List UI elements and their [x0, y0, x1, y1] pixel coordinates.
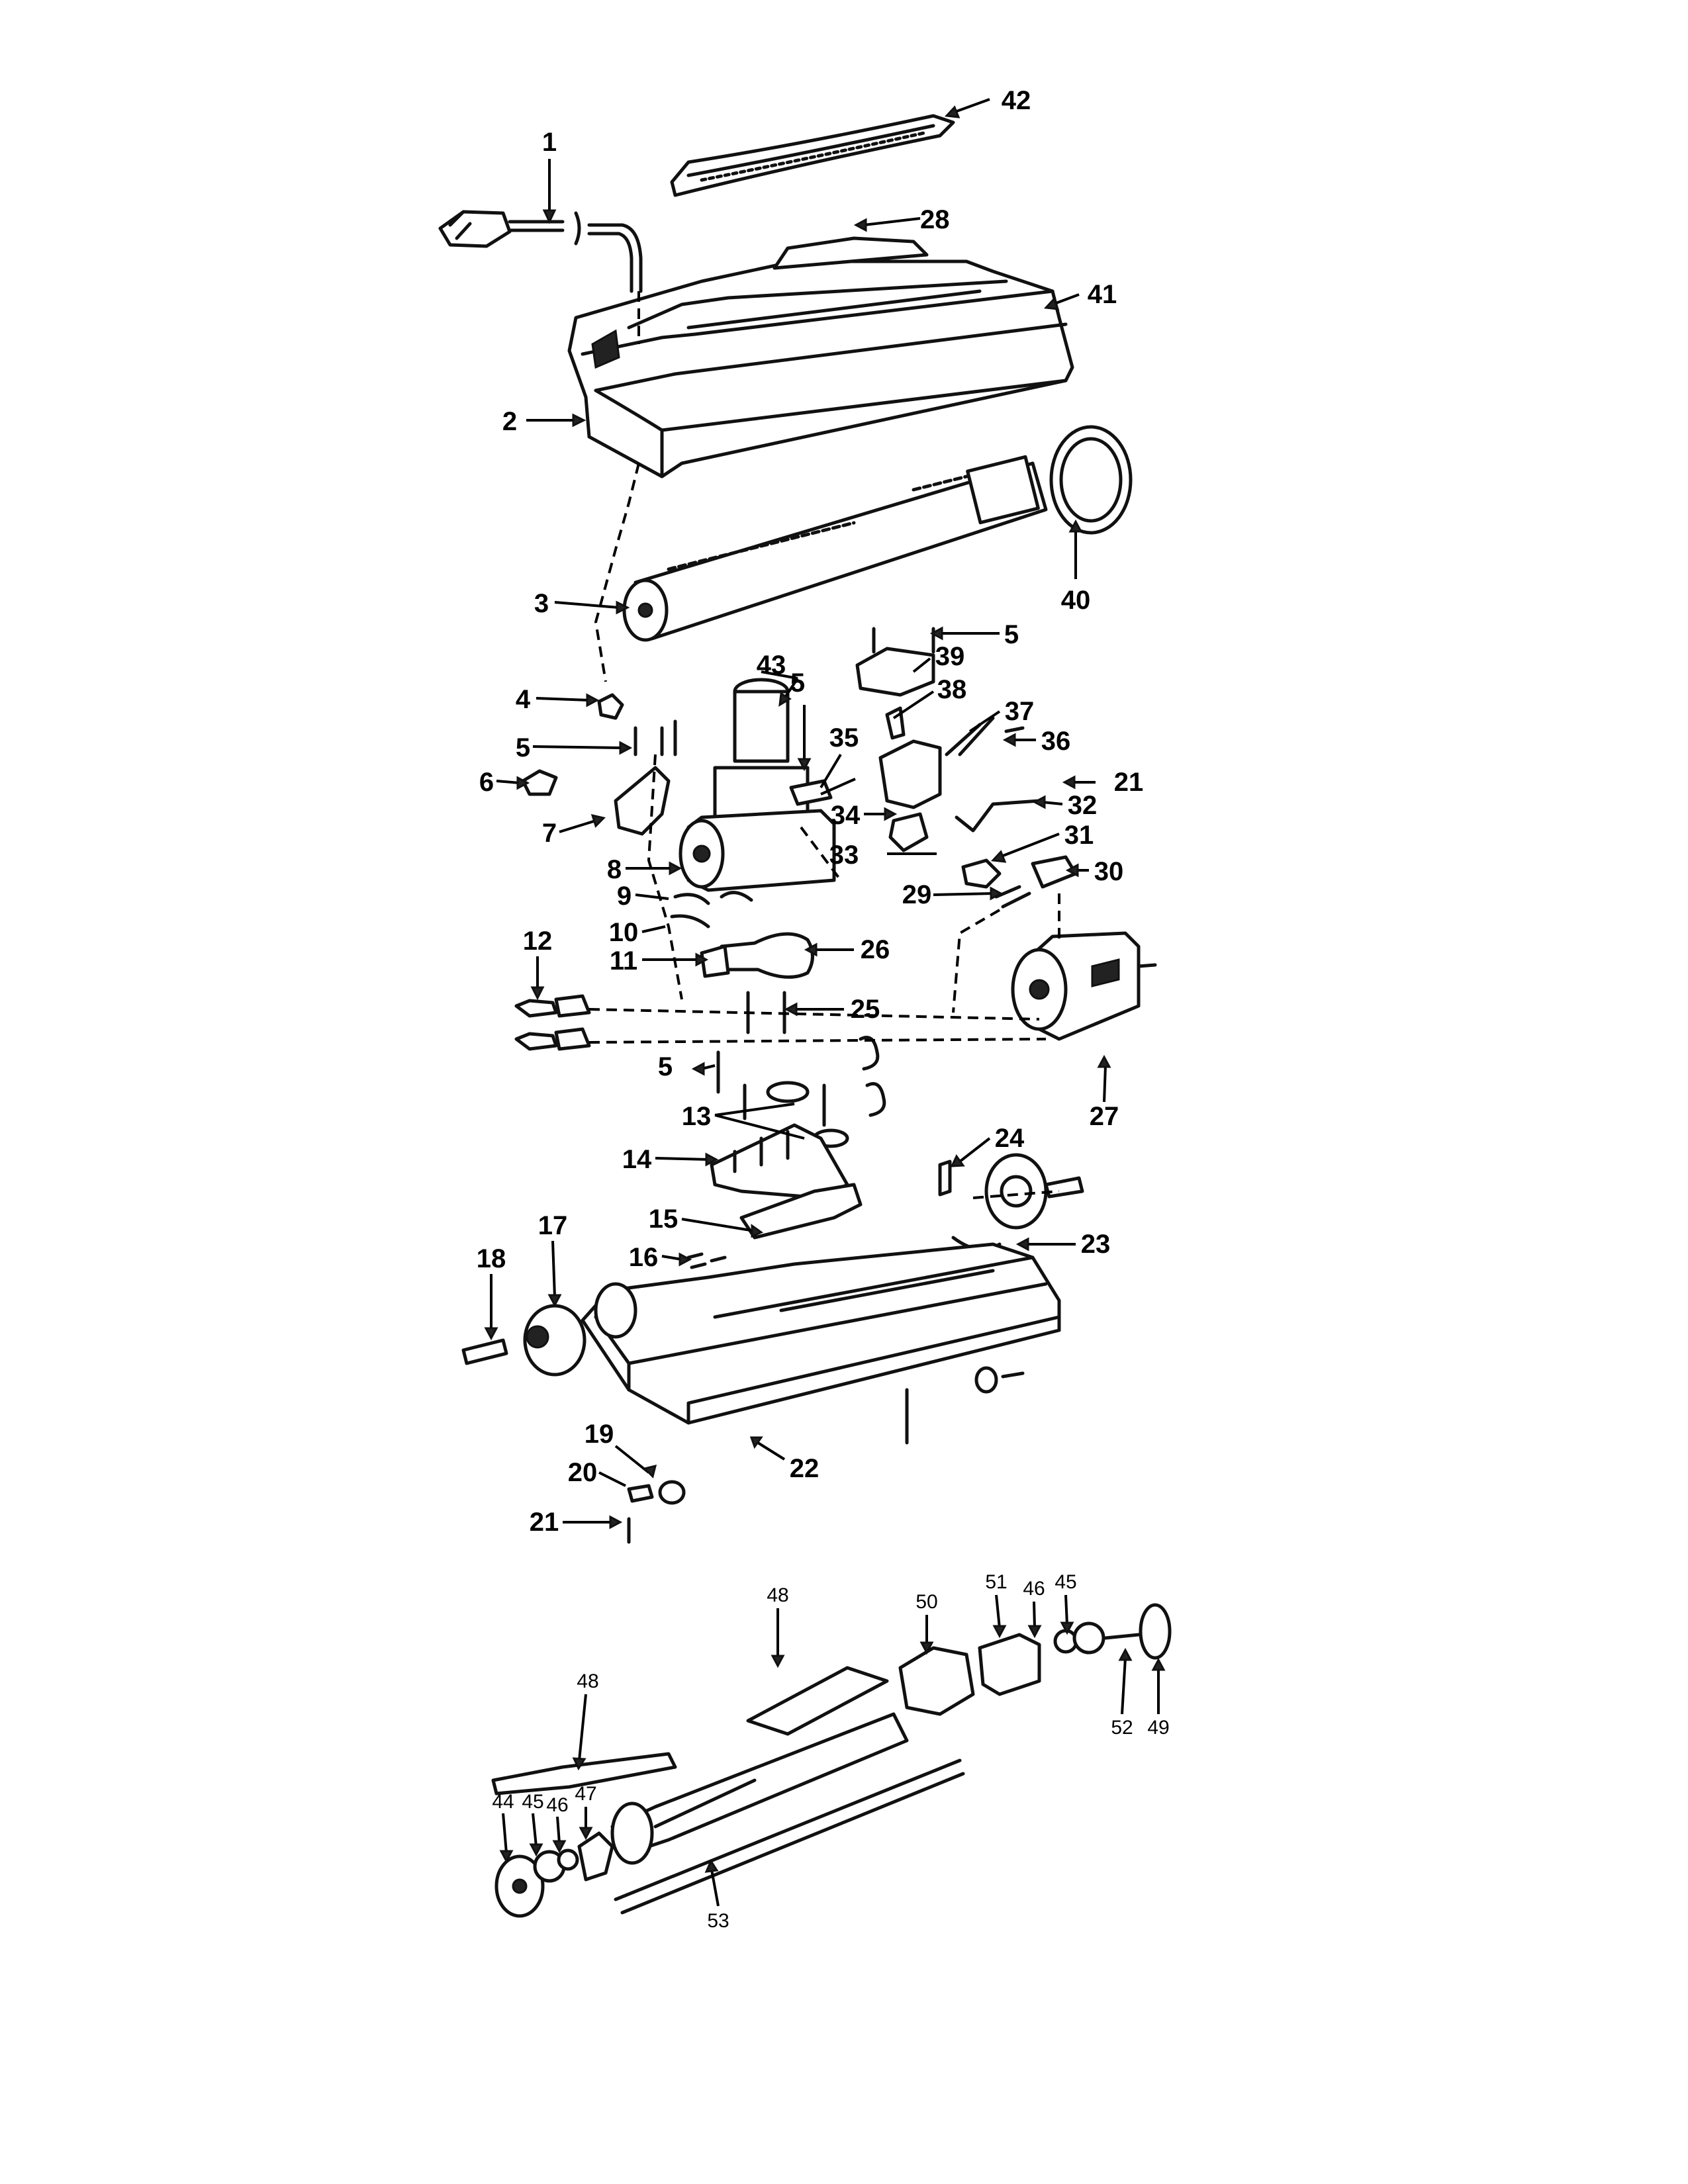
callout-19: 19	[585, 1420, 614, 1449]
callout-26: 26	[861, 935, 890, 964]
callout-38: 38	[937, 675, 967, 704]
callout-5-d: 5	[658, 1052, 673, 1081]
callout-46-b: 46	[1023, 1578, 1045, 1600]
callout-22: 22	[790, 1454, 820, 1483]
part-power-cord	[438, 210, 643, 293]
part-left-wheel	[461, 1252, 727, 1544]
part-plates	[710, 1123, 863, 1240]
leader-lines	[484, 98, 1166, 1907]
callout-9: 9	[617, 882, 632, 911]
callout-24: 24	[995, 1124, 1025, 1153]
callout-44: 44	[492, 1791, 514, 1813]
callout-34: 34	[831, 801, 861, 830]
callout-5-a: 5	[516, 733, 530, 762]
callout-21-b: 21	[530, 1508, 559, 1537]
callout-33: 33	[829, 841, 859, 870]
part-left-brackets	[521, 693, 677, 836]
callout-labels: 1 2 3 4 5 5 5 5 6 7 8 9 10 11 12 13 14 1…	[477, 86, 1170, 1932]
callout-47: 47	[575, 1783, 596, 1805]
callout-39: 39	[935, 642, 965, 671]
callout-13: 13	[682, 1102, 712, 1131]
callout-37: 37	[1005, 697, 1035, 726]
callout-5-c: 5	[1004, 620, 1019, 649]
part-brushroll	[622, 425, 1133, 642]
callout-32: 32	[1068, 791, 1098, 820]
callout-11: 11	[610, 946, 637, 976]
callout-29: 29	[902, 880, 932, 909]
part-switch-assembly	[789, 627, 1041, 852]
callout-5-b: 5	[790, 668, 805, 698]
callout-51: 51	[985, 1571, 1007, 1593]
callout-36: 36	[1041, 727, 1071, 756]
callout-52: 52	[1111, 1717, 1133, 1739]
callout-30: 30	[1094, 857, 1124, 886]
callout-23: 23	[1081, 1230, 1111, 1259]
callout-27: 27	[1090, 1102, 1119, 1131]
part-light-bulb	[670, 891, 814, 979]
callout-1: 1	[542, 128, 557, 157]
callout-6: 6	[479, 768, 494, 797]
callout-45-b: 45	[1055, 1571, 1076, 1593]
callout-48-b: 48	[767, 1584, 788, 1606]
part-right-switch	[961, 855, 1078, 909]
callout-28: 28	[920, 205, 950, 234]
callout-31: 31	[1064, 821, 1094, 850]
callout-25: 25	[851, 995, 880, 1024]
part-drawings	[438, 114, 1172, 1918]
callout-45-a: 45	[522, 1791, 543, 1813]
callout-49: 49	[1147, 1717, 1169, 1739]
part-brushroll-exploded	[491, 1603, 1172, 1918]
callout-46-a: 46	[546, 1794, 568, 1816]
callout-18: 18	[477, 1244, 506, 1273]
callout-50: 50	[915, 1591, 937, 1613]
callout-15: 15	[649, 1205, 679, 1234]
callout-41: 41	[1088, 280, 1117, 309]
callout-10: 10	[609, 918, 639, 947]
part-base	[581, 1242, 1061, 1445]
part-motor	[1011, 931, 1157, 1041]
callout-40: 40	[1061, 586, 1091, 615]
callout-3: 3	[534, 589, 549, 618]
callout-21-a: 21	[1114, 768, 1144, 797]
callout-12: 12	[523, 927, 553, 956]
callout-35: 35	[829, 723, 859, 752]
callout-43: 43	[757, 651, 786, 680]
part-fan-housing	[679, 678, 836, 892]
callout-20: 20	[568, 1458, 598, 1487]
part-hood-cover	[567, 236, 1074, 478]
callout-42: 42	[1002, 86, 1031, 115]
callout-14: 14	[622, 1145, 652, 1174]
part-bumper-strip	[670, 114, 955, 197]
part-wire-routes	[588, 291, 1060, 1199]
callout-16: 16	[629, 1243, 659, 1272]
callout-8: 8	[607, 855, 622, 884]
callout-17: 17	[538, 1211, 568, 1240]
callout-53: 53	[707, 1910, 729, 1932]
callout-48-a: 48	[577, 1670, 598, 1692]
callout-2: 2	[502, 407, 517, 436]
callout-7: 7	[542, 819, 557, 848]
part-terminals	[514, 994, 591, 1051]
callout-4: 4	[516, 685, 531, 714]
